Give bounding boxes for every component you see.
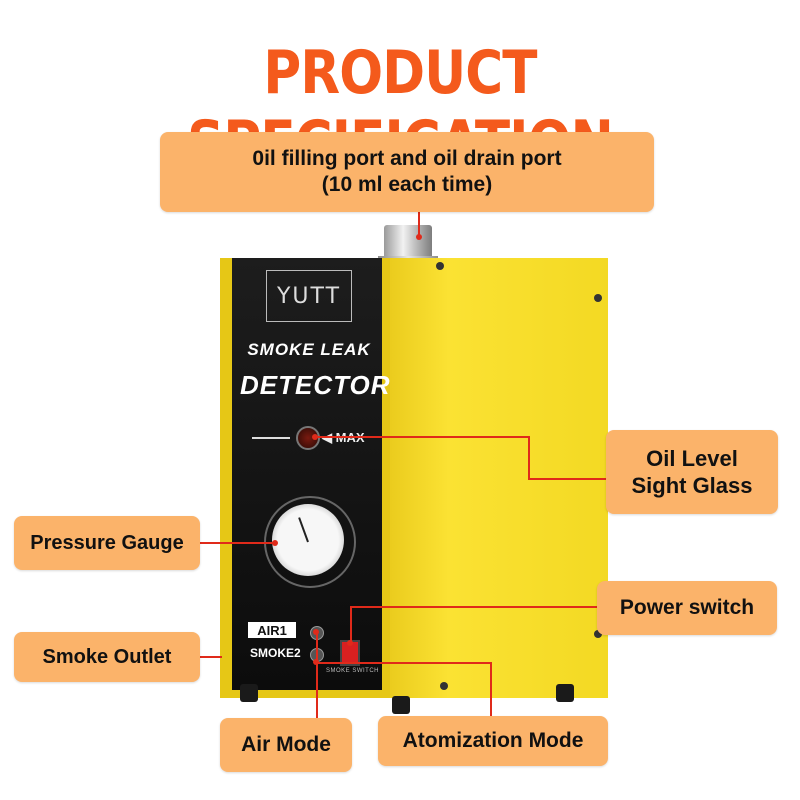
- device-foot: [392, 696, 410, 714]
- callout-line-power: [350, 606, 352, 644]
- callout-line-atomization: [316, 662, 492, 664]
- callout-dot: [312, 434, 318, 440]
- air-port-label: AIR1: [248, 622, 296, 638]
- switch-label: SMOKE SWITCH: [326, 668, 380, 674]
- label-oil-port: 0il filling port and oil drain port (10 …: [160, 132, 654, 212]
- screw-icon: [594, 294, 602, 302]
- callout-dot: [313, 629, 319, 635]
- callout-line-gauge: [196, 542, 276, 544]
- callout-line-air: [316, 632, 318, 720]
- callout-dot: [313, 659, 319, 665]
- panel-title-line2: DETECTOR: [240, 370, 391, 400]
- label-oil-port-line2: (10 ml each time): [321, 173, 493, 196]
- smoke-port-label: SMOKE2: [250, 646, 301, 660]
- label-smoke-outlet: Smoke Outlet: [14, 632, 200, 682]
- label-oil-level-line1: Oil Level: [646, 445, 738, 471]
- label-pressure-gauge: Pressure Gauge: [14, 516, 200, 570]
- callout-dot: [347, 640, 353, 646]
- callout-line-sight: [528, 478, 608, 480]
- device-front-panel: [232, 258, 382, 690]
- label-atomization-mode: Atomization Mode: [378, 716, 608, 766]
- screw-icon: [594, 630, 602, 638]
- label-oil-level: Oil Level Sight Glass: [606, 430, 778, 514]
- callout-line-sight: [528, 436, 530, 480]
- max-marker: ◀ MAX: [322, 430, 365, 446]
- screw-icon: [436, 262, 444, 270]
- label-oil-level-line2: Sight Glass: [631, 473, 753, 498]
- label-air-mode: Air Mode: [220, 718, 352, 772]
- callout-line-oil-port: [418, 196, 420, 238]
- callout-line-atomization: [490, 662, 492, 718]
- callout-line-smoke-outlet: [196, 656, 222, 658]
- callout-line-power: [350, 606, 600, 608]
- callout-dot: [416, 234, 422, 240]
- panel-title-line1: SMOKE LEAK: [247, 340, 371, 359]
- device-foot: [556, 684, 574, 702]
- brand-logo: YUTT: [266, 270, 352, 322]
- label-oil-port-line1: 0il filling port and oil drain port: [252, 146, 562, 170]
- callout-dot: [272, 540, 278, 546]
- callout-line-sight: [316, 436, 530, 438]
- max-level-line: [252, 437, 290, 439]
- device-foot: [240, 684, 258, 702]
- screw-icon: [440, 682, 448, 690]
- label-power-switch: Power switch: [597, 581, 777, 635]
